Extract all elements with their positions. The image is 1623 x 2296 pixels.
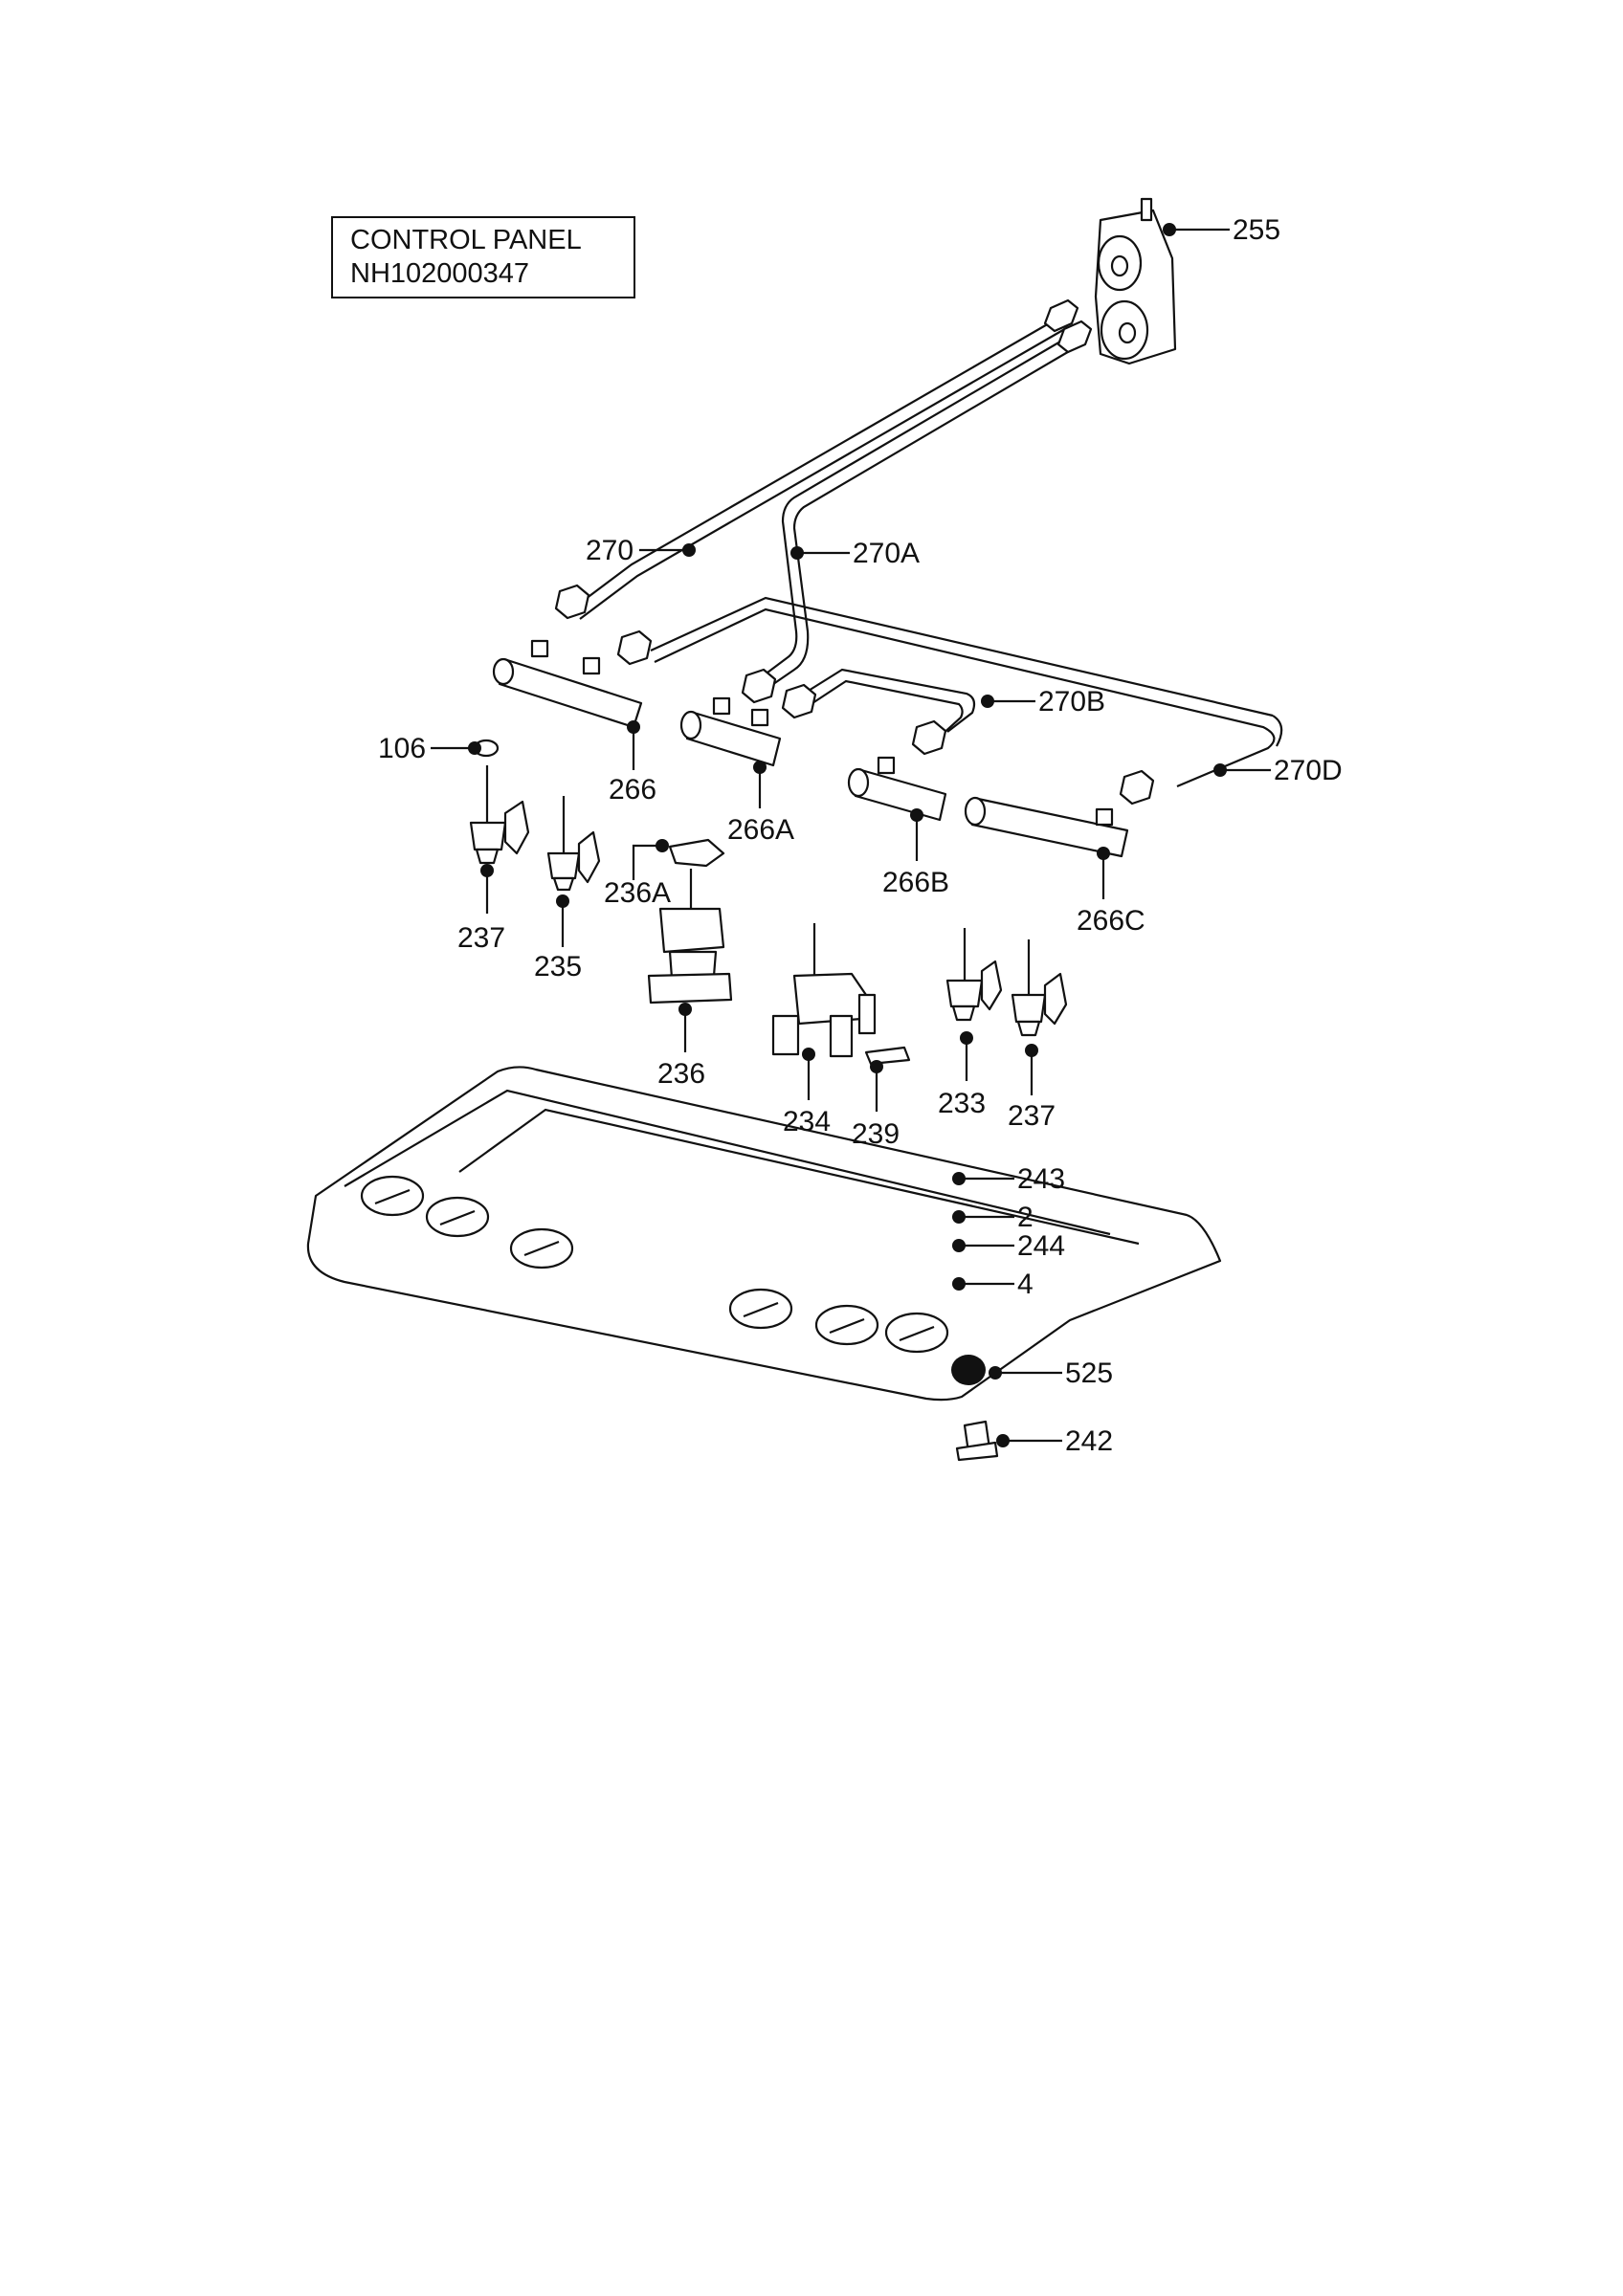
label-106: 106: [378, 733, 426, 764]
switch-242: [955, 1420, 999, 1462]
tube-270-front: [616, 596, 1283, 788]
valve-235: [546, 796, 601, 892]
valve-block-255: [1094, 197, 1177, 365]
valve-237-right: [1011, 939, 1068, 1037]
callout-labels: 255 270 270A 270B 270D 106 266 266A 266B…: [378, 214, 1343, 1457]
label-270: 270: [586, 535, 634, 566]
valve-233: [945, 928, 1003, 1022]
valve-237-left: [469, 765, 530, 865]
valve-234: [771, 923, 877, 1058]
label-270A: 270A: [853, 538, 920, 569]
label-266C: 266C: [1077, 905, 1145, 937]
burner-tube-266C: [964, 796, 1129, 858]
part-236A: [668, 838, 725, 868]
button-525: [951, 1355, 986, 1385]
label-2: 2: [1017, 1202, 1034, 1233]
title-line-2: NH102000347: [350, 258, 530, 289]
tube-fittings-top: [1043, 298, 1093, 354]
label-243: 243: [1017, 1163, 1065, 1195]
clip-239: [864, 1046, 911, 1066]
label-270B: 270B: [1038, 686, 1105, 718]
label-236: 236: [657, 1058, 705, 1090]
leader-lines: [431, 223, 1271, 1447]
tube-270D: [1119, 769, 1155, 806]
tube-270B: [781, 668, 976, 756]
label-237-left: 237: [457, 922, 505, 954]
label-237-right: 237: [1008, 1100, 1056, 1132]
tube-270A: [741, 334, 1078, 704]
label-270D: 270D: [1274, 755, 1343, 786]
tube-270: [554, 315, 1069, 620]
label-266A: 266A: [727, 814, 794, 846]
control-panel-body: [306, 1066, 1222, 1402]
valve-236: [647, 869, 733, 1004]
label-266: 266: [609, 774, 656, 806]
label-242: 242: [1065, 1425, 1113, 1457]
burner-tube-266B: [847, 756, 947, 822]
label-233: 233: [938, 1088, 986, 1119]
label-239: 239: [852, 1118, 900, 1150]
title-line-1: CONTROL PANEL: [350, 225, 582, 255]
title-box: CONTROL PANEL NH102000347: [331, 216, 635, 298]
label-235: 235: [534, 951, 582, 982]
label-234: 234: [783, 1106, 831, 1137]
burner-tube-266A: [679, 696, 782, 767]
label-236A: 236A: [604, 877, 671, 909]
label-266B: 266B: [882, 867, 949, 898]
label-4: 4: [1017, 1269, 1034, 1300]
label-255: 255: [1233, 214, 1280, 246]
label-525: 525: [1065, 1358, 1113, 1389]
label-244: 244: [1017, 1230, 1065, 1262]
